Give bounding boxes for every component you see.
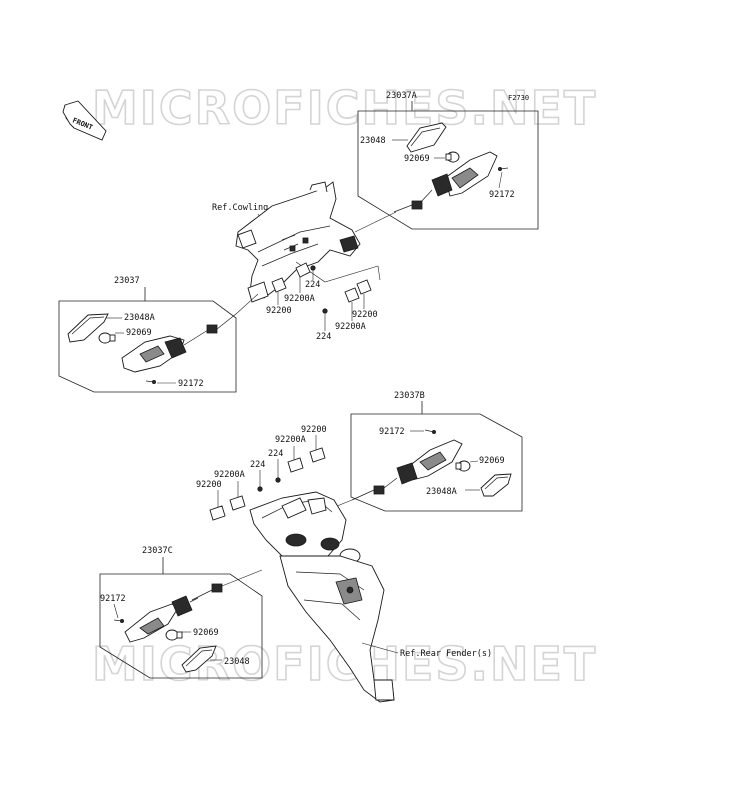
- front-left-assembly-label: 23037: [114, 276, 140, 286]
- front-right-group: 23037A 23048 92069 92172: [354, 91, 539, 233]
- front-right-assembly-label: 23037A: [386, 91, 417, 101]
- front-left-screw-label: 92172: [178, 379, 204, 389]
- front-left-lens-label: 23048A: [124, 313, 155, 323]
- rear-bracket: 92200 92200A 224 224 92200A 92200 Re: [196, 425, 492, 703]
- front-left-bulb-label: 92069: [126, 328, 152, 338]
- rear-right-lens-label: 23048A: [426, 487, 457, 497]
- rear-nut-mid-label: 224: [250, 460, 265, 470]
- rear-left-group: 23037C 92172 92069 23048: [99, 546, 263, 679]
- rear-damper-bottom-label: 92200: [196, 480, 222, 490]
- watermark-top: MICROFICHES.NET: [92, 81, 597, 135]
- front-direction-arrow-icon: FRONT: [62, 100, 107, 141]
- front-damper-2-label: 92200: [352, 310, 378, 320]
- front-damper-a-1-label: 92200A: [284, 294, 315, 304]
- rear-left-assembly-label: 23037C: [142, 546, 173, 556]
- front-nut-1-label: 224: [305, 280, 320, 290]
- front-left-group: 23037 23048A 92069 92172: [58, 276, 259, 393]
- front-damper-a-2-label: 92200A: [335, 322, 366, 332]
- rear-damper-top-label: 92200: [301, 425, 327, 435]
- front-nut-2-label: 224: [316, 332, 331, 342]
- rear-right-bulb-label: 92069: [479, 456, 505, 466]
- rear-right-screw-label: 92172: [379, 427, 405, 437]
- rear-damper-a-mid-label: 92200A: [214, 470, 245, 480]
- rear-nut-top-label: 224: [268, 449, 283, 459]
- front-right-lens-label: 23048: [360, 136, 386, 146]
- figure-code: F2730: [508, 94, 529, 102]
- rear-left-screw-label: 92172: [100, 594, 126, 604]
- rear-left-bulb-label: 92069: [193, 628, 219, 638]
- rear-damper-a-top-label: 92200A: [275, 435, 306, 445]
- front-damper-1-label: 92200: [266, 306, 292, 316]
- ref-cowling-label: Ref.Cowling: [212, 203, 268, 213]
- front-right-screw-label: 92172: [489, 190, 515, 200]
- front-right-bulb-label: 92069: [404, 154, 430, 164]
- rear-right-group: 23037B 92172 92069 23048A: [321, 391, 523, 513]
- rear-right-assembly-label: 23037B: [394, 391, 425, 401]
- ref-rear-fender-label: Ref.Rear Fender(s): [400, 649, 492, 659]
- rear-left-lens-label: 23048: [224, 657, 250, 667]
- front-bracket: Ref.Cowling 224 92200A 92200 92200 92200…: [212, 181, 381, 342]
